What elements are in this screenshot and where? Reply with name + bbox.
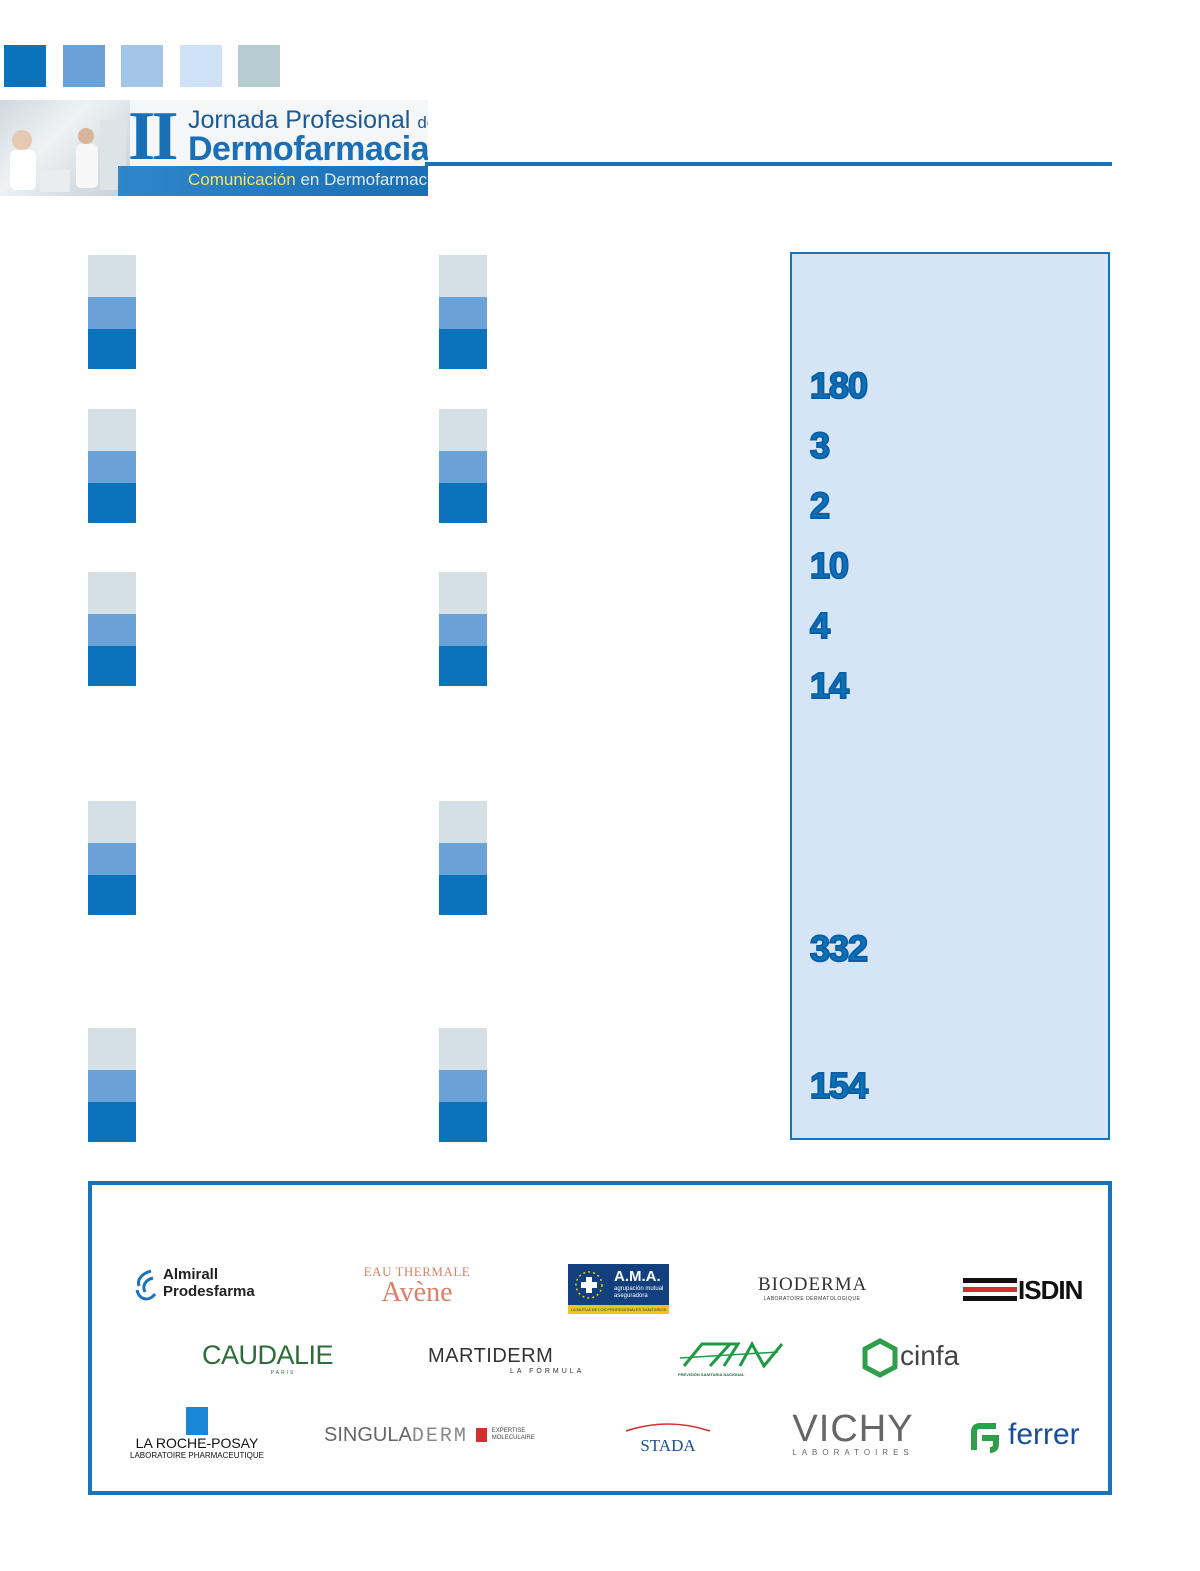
sponsors-box xyxy=(88,1181,1112,1495)
bullet-stack xyxy=(88,255,136,369)
header-rule xyxy=(425,162,1112,166)
avene-logo: EAU THERMALE Avène xyxy=(363,1264,471,1308)
banner-photo xyxy=(0,100,130,196)
bullet-stack xyxy=(88,409,136,523)
stat-value: 180 xyxy=(809,364,869,407)
bioderma-logo: BIODERMA LABORATOIRE DERMATOLOGIQUE xyxy=(758,1274,868,1302)
stats-panel xyxy=(790,252,1110,1140)
stat-value: 3 xyxy=(809,424,831,467)
header-square-1 xyxy=(4,45,46,87)
laroche-square-icon xyxy=(186,1407,208,1435)
banner-line-2: Dermofarmacia xyxy=(188,130,428,168)
bullet-stack xyxy=(88,1028,136,1142)
banner-line-3: Comunicación en Dermofarmacia xyxy=(188,170,428,189)
ama-stars-icon xyxy=(575,1271,603,1299)
stada-arc-icon xyxy=(625,1423,711,1432)
caudalie-logo: CAUDALIE PARIS xyxy=(202,1340,334,1376)
bullet-stack xyxy=(439,409,487,523)
bullet-stack xyxy=(88,572,136,686)
vichy-logo: VICHY LABORATOIRES xyxy=(792,1408,914,1457)
bullet-stack xyxy=(439,572,487,686)
header-square-5 xyxy=(238,45,280,87)
stat-value: 14 xyxy=(809,664,850,707)
martiderm-logo: MARTIDERM LA FÓRMULA xyxy=(428,1345,585,1375)
stat-value: 10 xyxy=(809,544,850,587)
edition-number: II xyxy=(128,100,179,175)
stat-value: 2 xyxy=(809,484,831,527)
bullet-stack xyxy=(439,1028,487,1142)
header-square-4 xyxy=(180,45,222,87)
stat-value: 4 xyxy=(809,604,831,647)
stada-logo: STADA xyxy=(624,1420,712,1456)
isdin-stripes-icon xyxy=(963,1278,1017,1301)
stat-value: 154 xyxy=(809,1064,869,1107)
ferrer-icon xyxy=(971,1423,999,1453)
cinfa-hexagon-icon xyxy=(862,1338,898,1378)
header-square-3 xyxy=(121,45,163,87)
bullet-stack xyxy=(439,255,487,369)
banner-strip xyxy=(118,166,428,196)
singuladerm-red-icon xyxy=(476,1428,488,1442)
banner-line-1: Jornada Profesional de xyxy=(188,106,428,134)
laroche-posay-logo: LA ROCHE-POSAY LABORATOIRE PHARMACEUTIQU… xyxy=(130,1407,264,1460)
header-square-2 xyxy=(63,45,105,87)
psn-mark-icon xyxy=(679,1340,784,1369)
bullet-stack xyxy=(439,801,487,915)
almirall-icon xyxy=(135,1269,157,1301)
stat-value: 332 xyxy=(809,927,869,970)
bullet-stack xyxy=(88,801,136,915)
psn-logo: PREVISIÓN SANITARIA NACIONAL xyxy=(678,1340,788,1378)
event-banner: II Jornada Profesional de Dermofarmacia … xyxy=(0,100,428,196)
